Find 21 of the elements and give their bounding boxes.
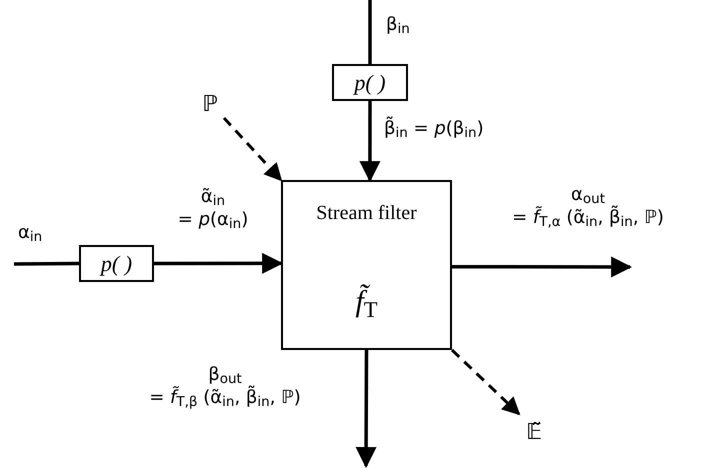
- arrow: [356, 350, 377, 468]
- edge-label: α$_{out}$ = f̃$_{T,α}$ (α̃$_{in}$, β̃$_{in}$, ℙ): [511, 184, 665, 229]
- line: [368, 0, 372, 64]
- dashed-arrow: [450, 348, 520, 416]
- edge-label: β$_{out}$ = f̃$_{T,β}$ (α̃$_{in}$, β̃$_{in}$, ℙ): [148, 364, 302, 409]
- arrow: [452, 256, 632, 278]
- symbol-label: 𝔼̃: [519, 414, 549, 450]
- arrow: [359, 101, 380, 182]
- function-box: p( ): [332, 64, 408, 101]
- symbol-label: ℙ: [196, 90, 224, 118]
- filter-box: [281, 180, 452, 350]
- box-title: Stream filter: [316, 201, 417, 226]
- edge-label: β̃$_{in}$ = p(β$_{in}$): [384, 118, 485, 140]
- function-box: p( ): [79, 245, 154, 282]
- function-symbol: f̃$_{T}$: [355, 283, 378, 324]
- edge-label: α̃$_{in}$ = p(α$_{in}$): [176, 186, 250, 231]
- arrow: [154, 252, 284, 274]
- dashed-arrow: [222, 116, 282, 182]
- edge-label: α$_{in}$: [18, 222, 44, 244]
- edge-label: β$_{in}$: [386, 14, 411, 36]
- line: [14, 262, 80, 266]
